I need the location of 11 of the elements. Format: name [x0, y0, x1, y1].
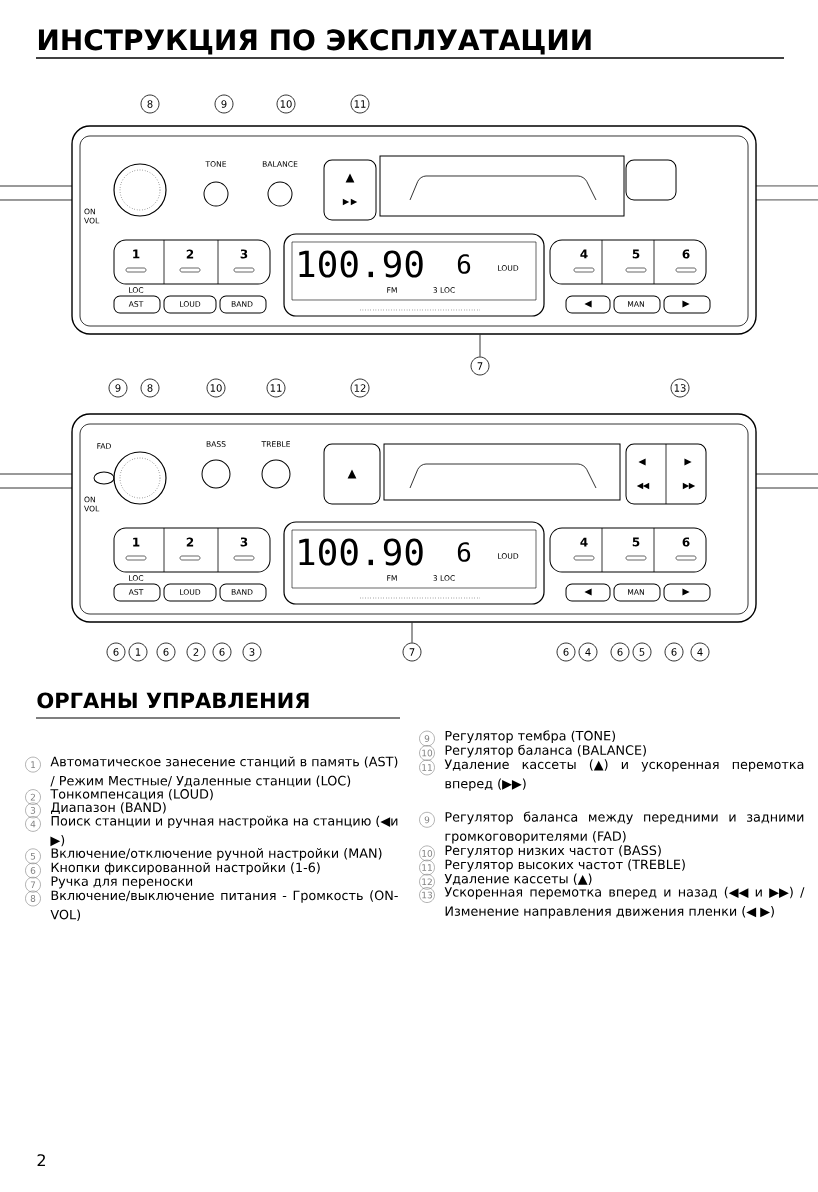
car-radio-drawing [0, 125, 818, 335]
display-digits: 6 [457, 254, 471, 274]
car-radio-drawing [0, 413, 818, 623]
display-digits: 100.90 [299, 250, 423, 278]
display-digits: 6 [457, 542, 471, 562]
display-digits: 100.90 [299, 538, 423, 566]
title: ИНСТРУКЦИЯ ПО ЭКСПЛУАТАЦИИ [38, 29, 591, 55]
section-heading: ОРГАНЫ УПРАВЛЕНИЯ [37, 692, 309, 709]
leader-line [479, 334, 481, 357]
leader-line [411, 622, 413, 643]
page-number: 2 [37, 1154, 45, 1166]
